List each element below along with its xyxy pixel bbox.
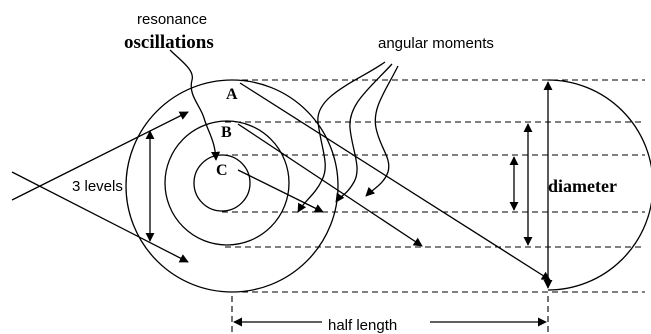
left-ray-down [11,171,189,263]
ray-from-c [237,169,324,213]
ray-from-a [239,82,551,281]
level-dashed-lines [222,79,645,334]
half-length-label-bg [322,311,430,333]
angular-moment-arrow-2 [335,63,393,203]
resonance-label: resonance [137,11,207,28]
angular-moments-label: angular moments [378,35,494,52]
diameter-label: diameter [548,176,617,196]
point-a-label: A [226,86,238,103]
point-c-label: C [216,162,228,179]
outer-level-circle [125,79,339,293]
left-ray-up [11,111,189,201]
resonance-pointer-curve [169,49,221,161]
ray-from-b [237,123,423,247]
half-length-label: half length [328,317,397,334]
right-end-cap [547,79,651,291]
oscillations-label: oscillations [124,32,214,53]
middle-level-circle [164,120,290,246]
point-b-label: B [221,124,232,141]
three-levels-label: 3 levels [72,178,123,195]
angular-moment-arrow-3 [365,65,399,197]
angular-moment-arrow-1 [297,61,386,213]
